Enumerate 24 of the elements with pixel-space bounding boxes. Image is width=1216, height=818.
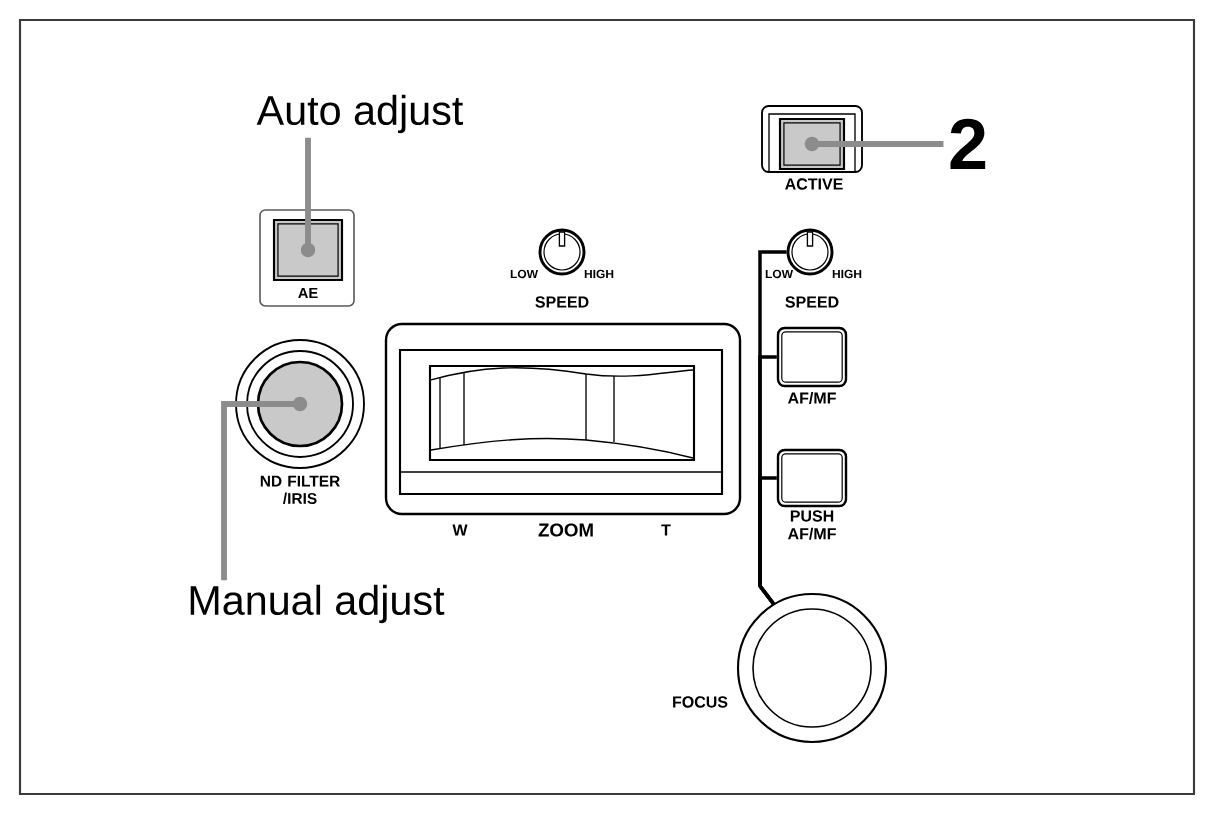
control-label: ACTIVE	[785, 178, 843, 190]
focus-ring	[736, 592, 888, 744]
leader-line	[300, 137, 316, 258]
push-button	[776, 326, 848, 388]
push-button	[778, 117, 846, 171]
callout-text: Auto adjust	[256, 94, 463, 134]
leader-line	[221, 396, 308, 581]
dial	[235, 339, 365, 469]
push-button	[272, 218, 344, 282]
push-button	[776, 448, 848, 508]
leader-line	[804, 136, 944, 152]
connector-line	[758, 476, 777, 605]
control-label: PUSH AF/MF	[788, 510, 836, 540]
zoom-lever	[384, 322, 742, 516]
control-label: FOCUS	[673, 696, 728, 708]
callout-text: Manual adjust	[190, 584, 445, 624]
control-label: ZOOM	[538, 523, 593, 537]
speed-knob	[538, 228, 586, 276]
scale-label: T	[661, 524, 671, 536]
scale-label: W	[452, 524, 468, 536]
control-label: AF/MF	[788, 392, 836, 404]
callout-number: 2	[950, 118, 986, 170]
control-label: SPEED	[535, 296, 589, 308]
control-label: SPEED	[785, 296, 839, 308]
